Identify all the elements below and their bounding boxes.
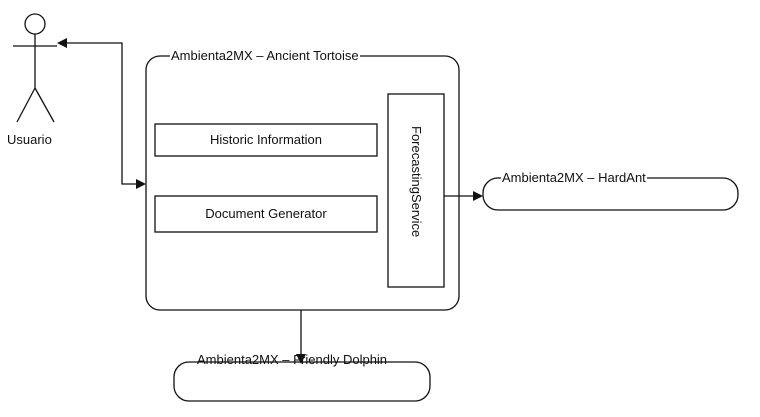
connector-actor-main — [66, 42, 137, 185]
friendly-dolphin-title: Ambienta2MX – Friendly Dolphin — [197, 352, 388, 367]
arrowhead-to-friendly-dolphin — [296, 354, 306, 364]
arrowhead-to-hardant — [473, 191, 483, 201]
document-generator-label: Document Generator — [205, 206, 327, 221]
forecasting-service-box — [387, 93, 445, 288]
actor-head — [24, 13, 46, 35]
arrowhead-to-actor — [57, 38, 67, 48]
arrowhead-to-main-system — [136, 179, 146, 189]
actor-right-leg — [34, 87, 55, 123]
main-system-title: Ambienta2MX – Ancient Tortoise — [170, 48, 360, 63]
forecasting-service-label: ForecastingService — [409, 126, 424, 238]
friendly-dolphin-box — [173, 361, 431, 402]
document-generator-box — [154, 195, 378, 233]
actor-label: Usuario — [7, 132, 52, 147]
actor-figure — [13, 13, 57, 123]
historic-information-box — [154, 123, 378, 157]
historic-information-label: Historic Information — [210, 132, 322, 147]
actor-left-leg — [16, 87, 36, 123]
hardant-title: Ambienta2MX – HardAnt — [501, 170, 647, 185]
